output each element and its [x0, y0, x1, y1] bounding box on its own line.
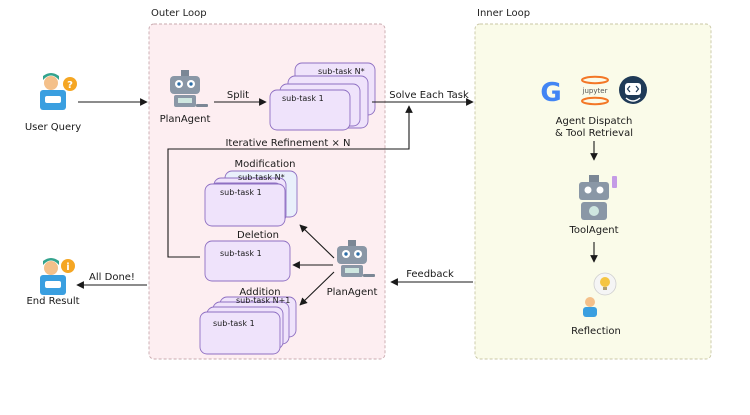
agent-dispatch-line1: Agent Dispatch: [556, 116, 633, 127]
solve-each-task-label: Solve Each Task: [389, 90, 469, 101]
agent-dispatch-line2: & Tool Retrieval: [555, 128, 633, 139]
svg-text:G: G: [540, 78, 561, 108]
all-done-label: All Done!: [89, 272, 135, 283]
iterative-refinement-label: Iterative Refinement × N: [225, 138, 350, 149]
subtask-card-1: sub-task 1: [282, 94, 324, 103]
user-query-icon: ?: [40, 73, 77, 110]
plan-agent-top-label: PlanAgent: [160, 114, 211, 125]
arrow-planagent-to-modification: [299, 224, 335, 259]
reflection-label: Reflection: [571, 326, 621, 337]
svg-text:jupyter: jupyter: [582, 87, 608, 95]
arrow-iterative-refinement: [167, 105, 413, 258]
arrow-planagent-to-addition: [299, 271, 335, 306]
svg-text:i: i: [66, 262, 69, 273]
plan-agent-bottom-label: PlanAgent: [327, 287, 378, 298]
mod-card-1: sub-task 1: [220, 188, 262, 197]
plan-agent-bottom-robot-icon: [337, 240, 375, 277]
tool-agent-label: ToolAgent: [568, 225, 618, 236]
end-result-label: End Result: [26, 296, 79, 307]
split-subtask-stack: [269, 62, 376, 131]
plan-agent-top-robot-icon: [170, 70, 208, 107]
del-card-1: sub-task 1: [220, 249, 262, 258]
addition-subtask-stack: [199, 296, 297, 355]
code-agent-logo-icon: [619, 76, 647, 104]
svg-text:?: ?: [67, 80, 73, 91]
add-card-n-plus-1: sub-task N+1: [236, 296, 290, 305]
inner-loop-title: Inner Loop: [477, 8, 530, 19]
outer-loop-title: Outer Loop: [151, 8, 207, 19]
end-result-icon: i: [40, 258, 75, 295]
split-label: Split: [227, 90, 249, 101]
modification-subtask-stack: [204, 170, 298, 227]
google-logo-icon: G: [540, 78, 561, 108]
user-query-label: User Query: [25, 122, 81, 133]
jupyter-logo-icon: jupyter: [581, 75, 609, 106]
add-card-1: sub-task 1: [213, 319, 255, 328]
tool-agent-robot-icon: [579, 175, 617, 220]
subtask-card-n-star: sub-task N*: [318, 67, 365, 76]
deletion-subtask-card: [204, 240, 291, 282]
addition-label: Addition: [239, 287, 280, 298]
modification-label: Modification: [235, 159, 296, 170]
deletion-label: Deletion: [237, 230, 279, 241]
feedback-label: Feedback: [406, 269, 454, 280]
mod-card-n-star: sub-task N*: [238, 173, 285, 182]
reflection-icon: [583, 272, 617, 317]
